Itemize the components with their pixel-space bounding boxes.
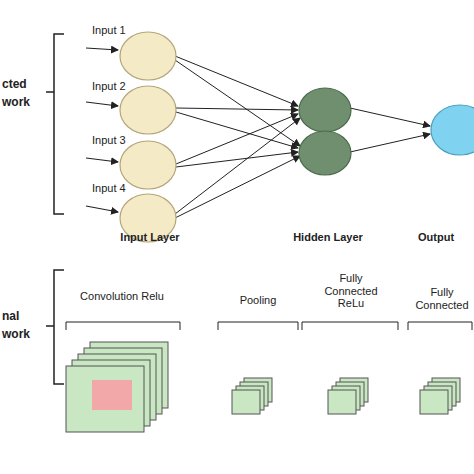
fc-maps [420,378,460,414]
stage-label: Convolution Relu [80,290,164,303]
input-label: Input 2 [92,80,152,93]
layer-label: Output [418,231,472,244]
layer-label: Hidden Layer [280,231,376,244]
output-neuron [431,105,474,155]
hidden-neurons [299,88,351,175]
stage-label: Fully Connected ReLu [320,272,382,310]
cut-heading: cted [2,78,46,92]
feature-maps [66,342,168,432]
stage-label: Pooling [228,294,288,307]
input-label: Input 3 [92,134,152,147]
input-label: Input 4 [92,182,152,195]
pooled-maps [232,378,272,414]
input-neurons [120,32,176,242]
fc-relu-maps [328,378,368,414]
layer-label: Input Layer [108,231,192,244]
bracket [46,270,64,384]
connections [175,56,430,218]
input-label: Input 1 [92,24,152,37]
cut-heading: work [2,96,46,110]
bracket [46,34,64,214]
kernel-window [92,380,132,410]
cut-heading: work [2,328,46,342]
cut-heading: nal [2,310,46,324]
stage-label: Fully Connected [412,286,472,311]
stage-brackets [66,322,472,330]
